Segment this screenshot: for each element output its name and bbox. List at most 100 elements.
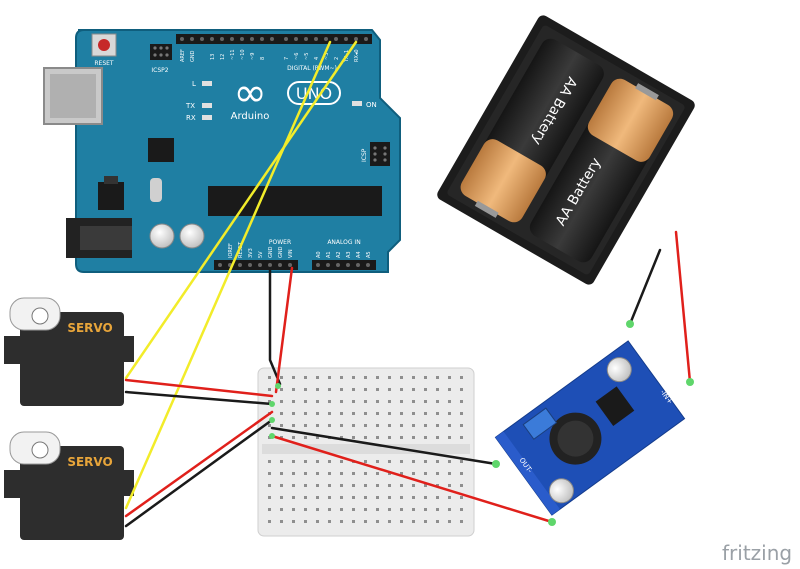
breadboard-hole [460, 484, 463, 487]
breadboard-hole [424, 472, 427, 475]
breadboard-hole [460, 436, 463, 439]
breadboard-hole [316, 436, 319, 439]
breadboard-hole [304, 472, 307, 475]
breadboard-hole [436, 436, 439, 439]
breadboard-hole [424, 388, 427, 391]
on-led [352, 101, 362, 106]
breadboard-hole [304, 400, 307, 403]
breadboard-hole [328, 460, 331, 463]
breadboard-hole [424, 424, 427, 427]
gnd-pin-label-1: GND [268, 246, 274, 258]
breadboard-hole [364, 520, 367, 523]
breadboard-hole [424, 520, 427, 523]
breadboard-hole [304, 436, 307, 439]
breadboard-hole [424, 376, 427, 379]
breadboard-hole [268, 508, 271, 511]
rx-led [202, 115, 212, 120]
breadboard-hole [316, 412, 319, 415]
wire-red-servo2 [124, 410, 274, 518]
pin-13-label: 13 [210, 54, 216, 60]
breadboard-hole [292, 484, 295, 487]
breadboard-hole [304, 520, 307, 523]
breadboard-hole [436, 460, 439, 463]
3v3-label: 3V3 [248, 248, 254, 258]
digital-header-pins [180, 37, 368, 41]
breadboard-hole [292, 508, 295, 511]
pin-11-label: ~11 [230, 49, 236, 60]
breadboard-hole [268, 460, 271, 463]
reset-pin-label: RESET [238, 241, 244, 258]
breadboard-hole [352, 520, 355, 523]
breadboard-hole [268, 400, 271, 403]
breadboard-hole [436, 424, 439, 427]
breadboard-hole [268, 484, 271, 487]
vin-label: VIN [288, 249, 294, 258]
breadboard [257, 367, 475, 537]
servo-1-body [20, 312, 124, 406]
breadboard-hole [436, 400, 439, 403]
servo-1-label: SERVO [67, 321, 112, 335]
arduino-uno-board: RESET ICSP2 AREF GND 13 12 ~11 ~10 ~9 8 [43, 29, 401, 273]
breadboard-hole [268, 388, 271, 391]
breadboard-hole [340, 472, 343, 475]
on-led-label: ON [366, 101, 377, 109]
breadboard-hole [376, 400, 379, 403]
breadboard-hole [460, 496, 463, 499]
breadboard-hole [316, 472, 319, 475]
analog-pin-labels: A0 A1 A2 A3 A4 A5 [316, 251, 372, 258]
breadboard-hole [280, 412, 283, 415]
breadboard-hole [412, 496, 415, 499]
breadboard-hole [424, 400, 427, 403]
breadboard-hole [388, 376, 391, 379]
breadboard-hole [424, 484, 427, 487]
breadboard-hole [280, 472, 283, 475]
a0-label: A0 [316, 251, 322, 258]
breadboard-hole [316, 400, 319, 403]
breadboard-hole [376, 472, 379, 475]
breadboard-hole [268, 472, 271, 475]
servo-motor-1: SERVO [4, 297, 134, 406]
breadboard-hole [448, 424, 451, 427]
breadboard-hole [400, 460, 403, 463]
breadboard-hole [316, 424, 319, 427]
breadboard-hole [448, 436, 451, 439]
breadboard-hole [364, 484, 367, 487]
breadboard-hole [460, 388, 463, 391]
breadboard-hole [400, 496, 403, 499]
breadboard-hole [304, 388, 307, 391]
pin-6-label: ~6 [294, 53, 300, 60]
breadboard-hole [292, 412, 295, 415]
pin-4-label: 4 [314, 57, 320, 60]
breadboard-hole [352, 436, 355, 439]
breadboard-hole [436, 376, 439, 379]
breadboard-hole [304, 376, 307, 379]
breadboard-hole [436, 412, 439, 415]
breadboard-hole [280, 436, 283, 439]
5v-label: 5V [258, 251, 264, 258]
breadboard-hole [400, 484, 403, 487]
wire-black-arduino-gnd [268, 266, 282, 386]
breadboard-hole [328, 496, 331, 499]
gnd-pin-label-2: GND [278, 246, 284, 258]
breadboard-hole [400, 376, 403, 379]
breadboard-hole [304, 412, 307, 415]
l-led-label: L [192, 80, 196, 88]
power-pin-labels: IOREF RESET 3V3 5V GND GND VIN [228, 241, 294, 258]
breadboard-hole [280, 484, 283, 487]
breadboard-hole [376, 436, 379, 439]
breadboard-hole [388, 484, 391, 487]
breadboard-hole [424, 412, 427, 415]
atmega-chip [208, 186, 382, 216]
breadboard-hole [436, 520, 439, 523]
breadboard-hole [328, 484, 331, 487]
wire-yellow-servo2-signal [124, 40, 332, 510]
breadboard-hole [436, 472, 439, 475]
breadboard-hole [340, 508, 343, 511]
breadboard-hole [340, 388, 343, 391]
breadboard-hole [364, 508, 367, 511]
infinity-logo-icon: ∞ [233, 70, 266, 116]
breadboard-hole [340, 436, 343, 439]
digital-pwm-label: DIGITAL (PWM~) [287, 65, 337, 72]
tx-led-label: TX [185, 102, 195, 110]
breadboard-hole [328, 520, 331, 523]
